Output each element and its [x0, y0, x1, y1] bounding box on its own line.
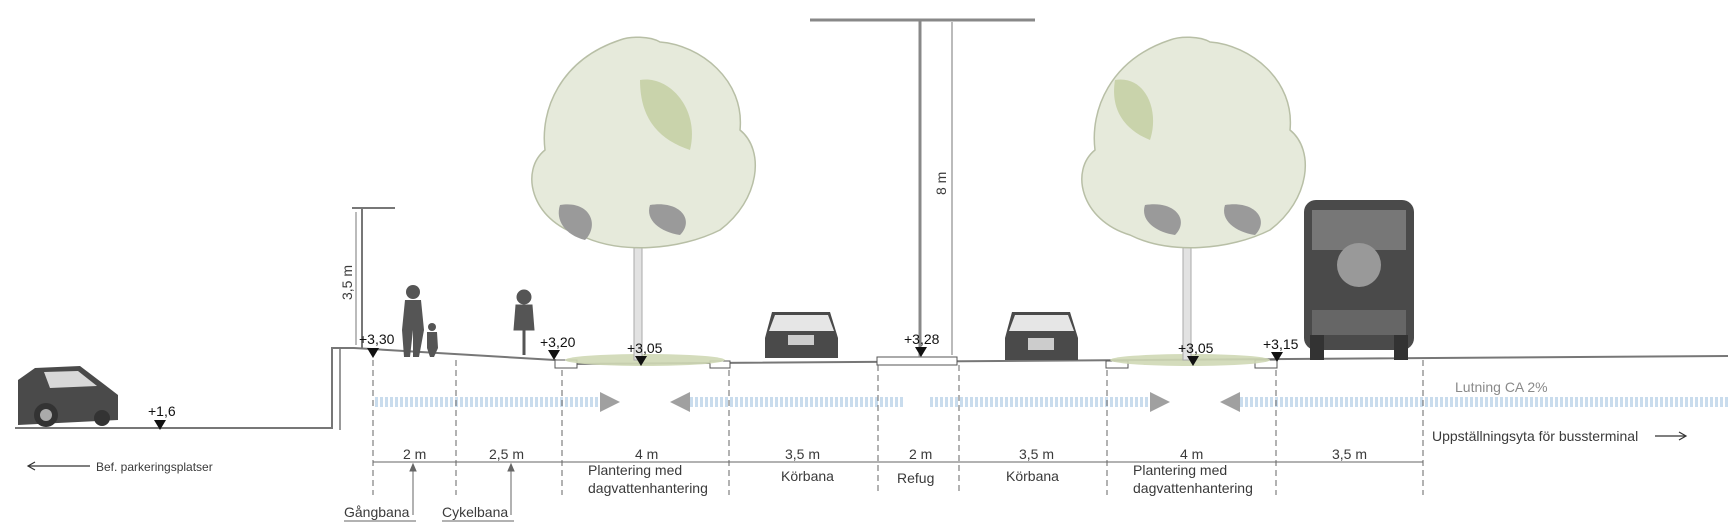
zone-5-width: 2 m: [909, 446, 932, 462]
callout-leaders: [344, 462, 515, 522]
level-walk-edge: +3,30: [359, 331, 395, 347]
zone-4-name: Körbana: [781, 468, 834, 484]
slope-note: Lutning CA 2%: [1455, 379, 1548, 395]
tree-left: [531, 36, 757, 361]
level-bike-edge: +3,20: [540, 334, 576, 350]
car-right: [1005, 312, 1078, 360]
flow-arrows: [375, 392, 1728, 412]
zone-5-name: Refug: [897, 470, 934, 486]
level-bus-edge: +3,15: [1263, 336, 1299, 352]
big-lamp: [810, 18, 1035, 357]
zone-7-name2: dagvattenhantering: [1133, 480, 1253, 496]
bus: [1304, 200, 1414, 360]
curb-blocks: [554, 356, 1278, 369]
car-left: [765, 312, 838, 358]
car-parked: [18, 366, 118, 427]
zone-3-name: Plantering med: [588, 462, 682, 478]
zone-6-name: Körbana: [1006, 468, 1059, 484]
zone-6-width: 3,5 m: [1019, 446, 1054, 462]
level-markers: [154, 347, 1283, 430]
level-refuge: +3,28: [904, 331, 940, 347]
zone-7-name: Plantering med: [1133, 462, 1227, 478]
zone-7-width: 4 m: [1180, 446, 1203, 462]
callout-walk: Gångbana: [344, 504, 410, 520]
small-lamp-height: 3,5 m: [339, 265, 355, 300]
parking-arrow: [26, 461, 90, 471]
zone-2-width: 2,5 m: [489, 446, 524, 462]
zone-3-width: 4 m: [635, 446, 658, 462]
zone-8-width: 3,5 m: [1332, 446, 1367, 462]
zone-boundaries: [372, 360, 1424, 495]
level-plant-left: +3,05: [627, 340, 663, 356]
zone-3-name2: dagvattenhantering: [588, 480, 708, 496]
pedestrians: [402, 285, 438, 357]
parking-note: Bef. parkeringsplatser: [96, 460, 213, 474]
big-lamp-height: 8 m: [933, 172, 949, 195]
level-plant-right: +3,05: [1178, 340, 1214, 356]
callout-bike: Cykelbana: [442, 504, 508, 520]
zone-4-width: 3,5 m: [785, 446, 820, 462]
tree-right: [1081, 36, 1307, 361]
bus-area-arrow: [1655, 431, 1688, 441]
cyclist: [513, 289, 535, 355]
zone-1-width: 2 m: [403, 446, 426, 462]
bus-area-note: Uppställningsyta för bussterminal: [1432, 428, 1638, 444]
level-parking: +1,6: [148, 403, 176, 419]
small-lamp: [352, 207, 395, 348]
